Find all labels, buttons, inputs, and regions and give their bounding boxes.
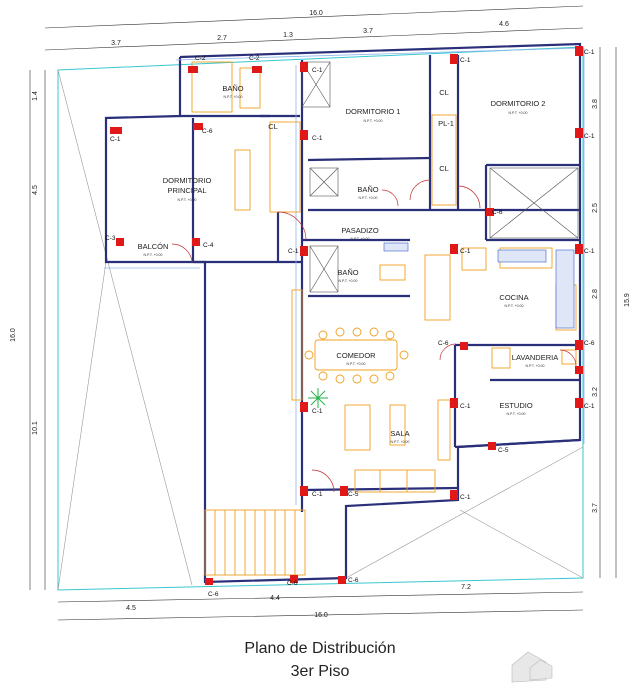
level-label: N.P.T. +0.00 [339,279,358,283]
column-tag: C-6 [287,580,298,587]
column-tag: C-1 [584,248,595,255]
column-tag: C-1 [460,248,471,255]
dimension-label: 1.4 [32,91,39,101]
fixtures [383,242,575,329]
dimension-label: 3.2 [592,387,599,397]
room-label-bano: BAÑO [357,185,378,194]
column-tag: C-1 [312,67,323,74]
shaft [301,61,579,293]
plan-subtitle: 3er Piso [290,663,350,680]
plan-title: Plano de Distribución [244,640,396,657]
column-tag: C-2 [249,55,260,62]
dimension-label: 1.3 [283,32,293,39]
column-tag: C-6 [348,577,359,584]
dimension-label: 2.7 [217,35,227,42]
dimension-label: 2.8 [592,289,599,299]
column-tag: C-4 [203,242,214,249]
column-tag: C-5 [498,447,509,454]
site-boundary [57,46,584,591]
level-label: N.P.T. +0.00 [364,119,383,123]
column-tag: C-1 [312,135,323,142]
column-tag: C-1 [584,403,595,410]
level-label: N.P.T. +0.00 [144,253,163,257]
room-label-dormitorio-principal: DORMITORIO [163,176,212,185]
dimension-label: 7.2 [461,584,471,591]
column-tag: C-1 [288,248,299,255]
dimension-label: 16.0 [314,612,328,619]
dimension-label: 4.5 [32,185,39,195]
room-label-pasadizo: PASADIZO [341,226,379,235]
level-label: N.P.T. +0.00 [347,362,366,366]
level-label: N.P.T. +0.00 [351,237,370,241]
dimension-label: 3.7 [363,28,373,35]
column-tag: C-1 [110,136,121,143]
column-tag: C-1 [584,133,595,140]
column-tag: C-1 [460,403,471,410]
room-label-bano: BAÑO [337,268,358,277]
room-label-dormitorio-2: DORMITORIO 2 [491,99,546,108]
walls [104,42,582,584]
level-label: N.P.T. +0.00 [224,95,243,99]
level-label: N.P.T. +0.00 [391,440,410,444]
room-label-balcon: BALCÓN [138,242,169,251]
dimension-label: 16.0 [10,328,17,342]
column-tag: C-1 [312,491,323,498]
column-tag: C-6 [492,209,503,216]
plant-icon [308,388,328,408]
wall-edges [104,47,585,505]
room-label-sala: SALA [390,429,409,438]
room-label-comedor: COMEDOR [336,351,376,360]
dimension-label: 2.5 [592,203,599,213]
room-label-bano: BAÑO [222,84,243,93]
room-label-cl: CL [439,88,449,97]
room-label-cl: CL [439,164,449,173]
furniture [191,61,577,576]
level-label: N.P.T. +0.00 [507,412,526,416]
column-tag: C-6 [208,591,219,598]
column-tag: C-1 [460,57,471,64]
dimension-label: 15.9 [624,293,631,307]
column-tag: C-5 [348,491,359,498]
diagonal-line [459,509,584,579]
columns [110,46,583,585]
room-label-dormitorio-1: DORMITORIO 1 [346,107,401,116]
house-logo-icon [511,651,553,683]
dimension-label: 4.4 [270,595,280,602]
dimension-label: 4.6 [499,21,509,28]
diagonal-line [57,261,107,591]
level-label: N.P.T. +0.00 [359,196,378,200]
room-label-pl: PL-1 [438,119,454,128]
dimension-label: 3.7 [592,503,599,513]
dimension-label: 16.0 [309,10,323,17]
diagonal-line [57,69,193,586]
column-tag: C-1 [584,49,595,56]
room-label-lavanderia: LAVANDERIA [512,353,558,362]
dimension-label: 3.8 [592,99,599,109]
column-tag: C-2 [195,55,206,62]
doors [171,179,577,493]
level-label: N.P.T. +0.00 [509,111,528,115]
level-label: N.P.T. +0.00 [526,364,545,368]
column-tag: C-6 [584,340,595,347]
room-label-estudio: ESTUDIO [499,401,533,410]
column-tag: C-1 [312,408,323,415]
dimension-label: 3.7 [111,40,121,47]
room-label-cocina: COCINA [499,293,528,302]
dimension-label: 4.5 [126,605,136,612]
level-label: N.P.T. +0.00 [178,198,197,202]
column-tag: C-6 [202,128,213,135]
dimension-label: 10.1 [32,421,39,435]
level-label: N.P.T. +0.00 [505,304,524,308]
room-label-dormitorio-principal: PRINCIPAL [167,186,206,195]
column-tags: C-1 C-3 C-4 C-2 C-2 C-6 C-1 C-1 C-1 C-1 … [105,49,595,598]
dimension-labels: 16.0 3.7 2.7 1.3 3.7 4.6 4.5 4.4 7.2 16.… [10,10,631,619]
room-label-cl: CL [268,122,278,131]
dimension-lines [29,5,617,621]
column-tag: C-3 [105,235,116,242]
column-tag: C-1 [460,494,471,501]
column-tag: C-6 [438,340,449,347]
